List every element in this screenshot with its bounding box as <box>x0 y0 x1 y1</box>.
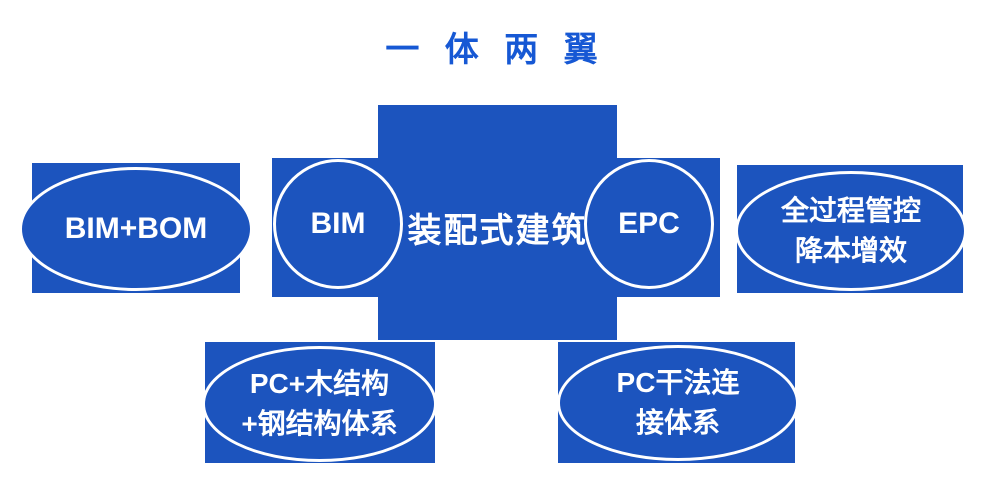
center-label: 装配式建筑 <box>407 212 588 250</box>
ellipse-pc-wood-steel-line1: PC+木结构 <box>249 368 390 399</box>
ellipse-pc-dry-connection-line2: 接体系 <box>635 407 720 438</box>
ellipse-bim-bom: BIM+BOM <box>19 167 253 291</box>
ellipse-pc-wood-steel-line2: +钢结构体系 <box>241 408 398 439</box>
ellipse-pc-dry-connection: PC干法连 接体系 <box>557 345 799 461</box>
ellipse-process-control-line2: 降本增效 <box>794 235 907 266</box>
ellipse-process-control-line1: 全过程管控 <box>780 195 921 226</box>
ellipse-pc-wood-steel: PC+木结构 +钢结构体系 <box>202 346 437 462</box>
circle-epc: EPC <box>584 159 714 289</box>
ellipse-bim-bom-label: BIM+BOM <box>64 212 208 245</box>
circle-epc-label: EPC <box>618 207 680 240</box>
ellipse-pc-dry-connection-line1: PC干法连 <box>616 367 740 398</box>
center-label-container: 装配式建筑 <box>378 158 617 297</box>
ellipse-process-control: 全过程管控 降本增效 <box>735 171 967 291</box>
circle-bim-label: BIM <box>310 207 366 240</box>
center-vertical-bar <box>378 105 617 340</box>
circle-bim: BIM <box>273 159 403 289</box>
diagram-title: 一 体 两 翼 <box>385 31 606 69</box>
